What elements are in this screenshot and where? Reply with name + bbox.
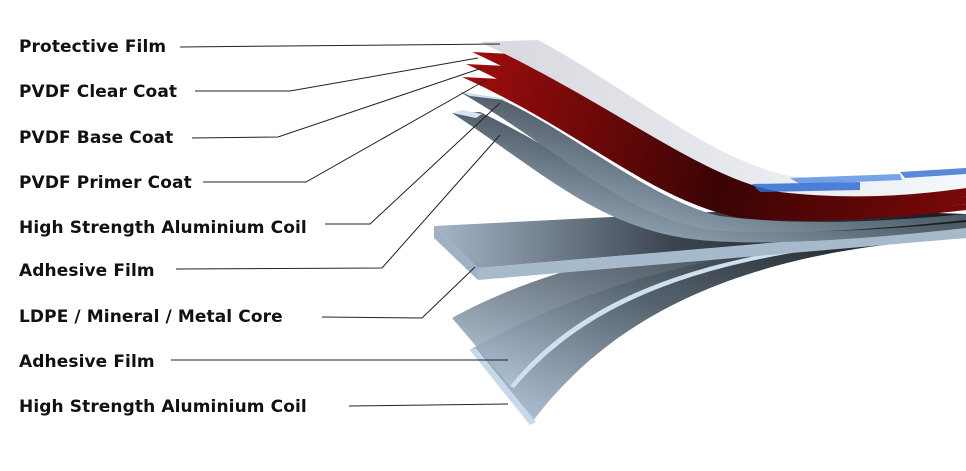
leader-line-pvdf-base-coat [191, 67, 483, 139]
top-adhesive-film-sheet [452, 110, 966, 243]
leader-line-adhesive-film-top [175, 134, 501, 270]
leader-line-aluminium-coil-bottom [348, 403, 509, 407]
leader-line-pvdf-primer-coat [203, 79, 487, 183]
label-pvdf-primer-coat: PVDF Primer Coat [19, 173, 192, 193]
film-print-mark [752, 182, 860, 192]
leader-line-protective-film [179, 43, 501, 48]
label-pvdf-clear-coat: PVDF Clear Coat [19, 82, 178, 102]
leader-lines [171, 43, 509, 407]
label-pvdf-base-coat: PVDF Base Coat [19, 128, 174, 148]
leader-line-core [321, 266, 476, 319]
protective-film-sheet [480, 40, 966, 197]
leader-line-pvdf-clear-coat [195, 57, 479, 92]
label-adhesive-film-top: Adhesive Film [19, 261, 155, 281]
label-protective-film: Protective Film [19, 37, 167, 57]
label-adhesive-film-bottom: Adhesive Film [19, 352, 155, 372]
top-aluminium-coil-sheet [460, 92, 966, 233]
film-print-mark [790, 174, 902, 184]
label-aluminium-coil-bottom: High Strength Aluminium Coil [19, 397, 307, 417]
film-print-mark [900, 168, 966, 178]
leader-line-aluminium-coil-top [325, 102, 501, 225]
pvdf-clear-coat-sheet [472, 52, 966, 205]
label-aluminium-coil-top: High Strength Aluminium Coil [19, 218, 307, 238]
label-core: LDPE / Mineral / Metal Core [19, 307, 283, 327]
